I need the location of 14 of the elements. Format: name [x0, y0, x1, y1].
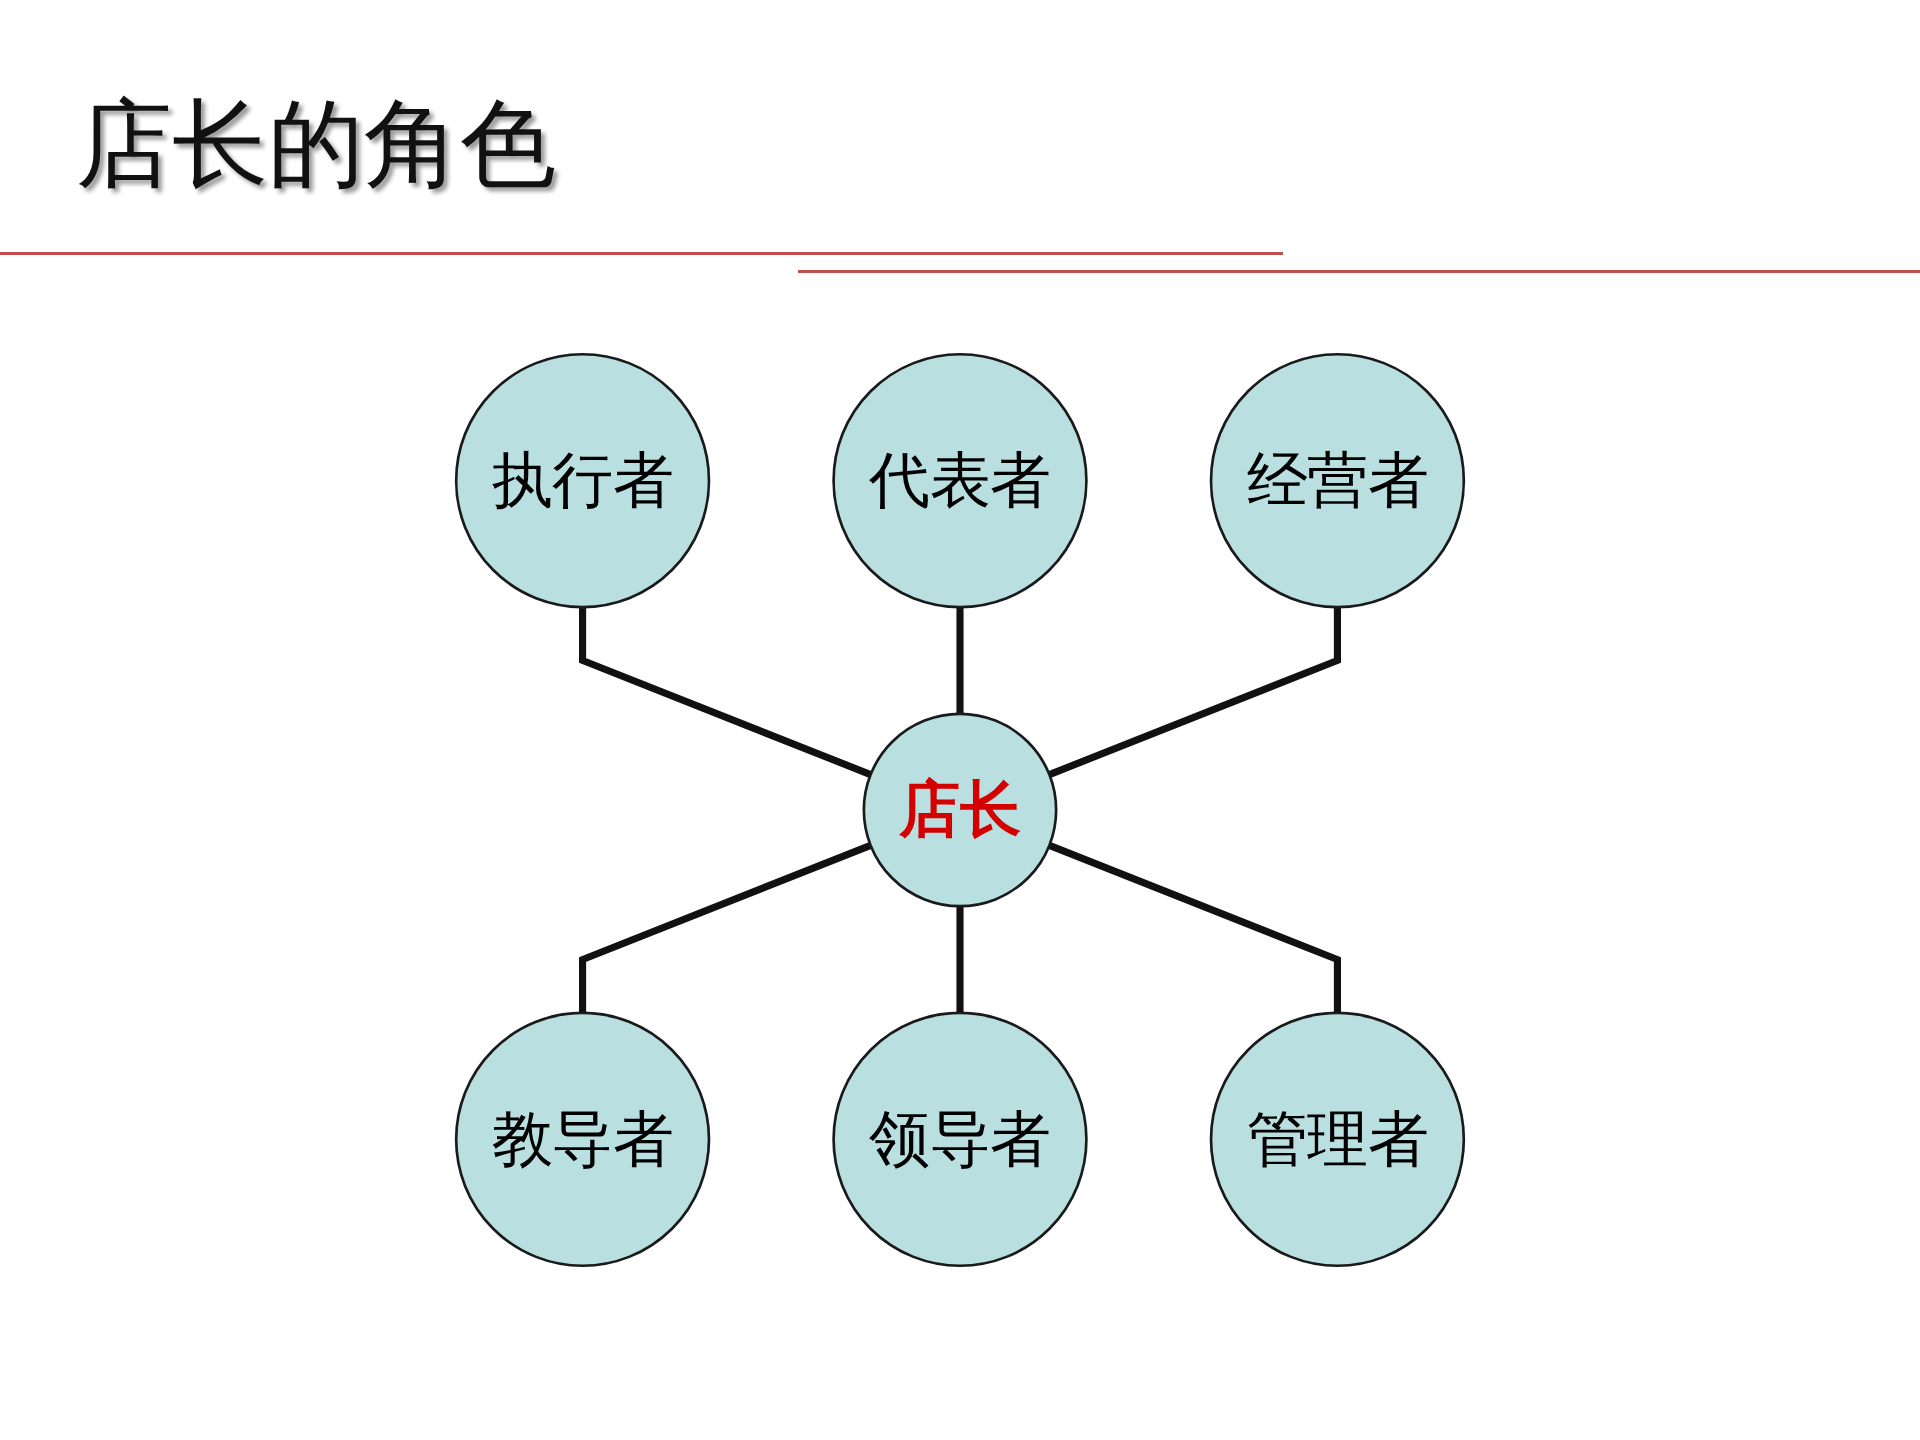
connector-line	[1048, 842, 1341, 1013]
connector-line	[956, 906, 964, 1013]
connector-line	[956, 607, 964, 714]
connector-line	[579, 842, 872, 1013]
role-circle: 执行者	[454, 352, 711, 609]
connector-line	[1048, 607, 1341, 778]
role-circle: 管理者	[1209, 1011, 1466, 1268]
page-title: 店长的角色	[76, 92, 556, 198]
role-circle: 教导者	[454, 1011, 711, 1268]
role-circle: 代表者	[832, 352, 1088, 609]
role-circle: 领导者	[832, 1011, 1088, 1268]
role-circle: 经营者	[1209, 352, 1466, 609]
connector-line	[579, 607, 872, 778]
hub-circle: 店长	[862, 712, 1058, 908]
